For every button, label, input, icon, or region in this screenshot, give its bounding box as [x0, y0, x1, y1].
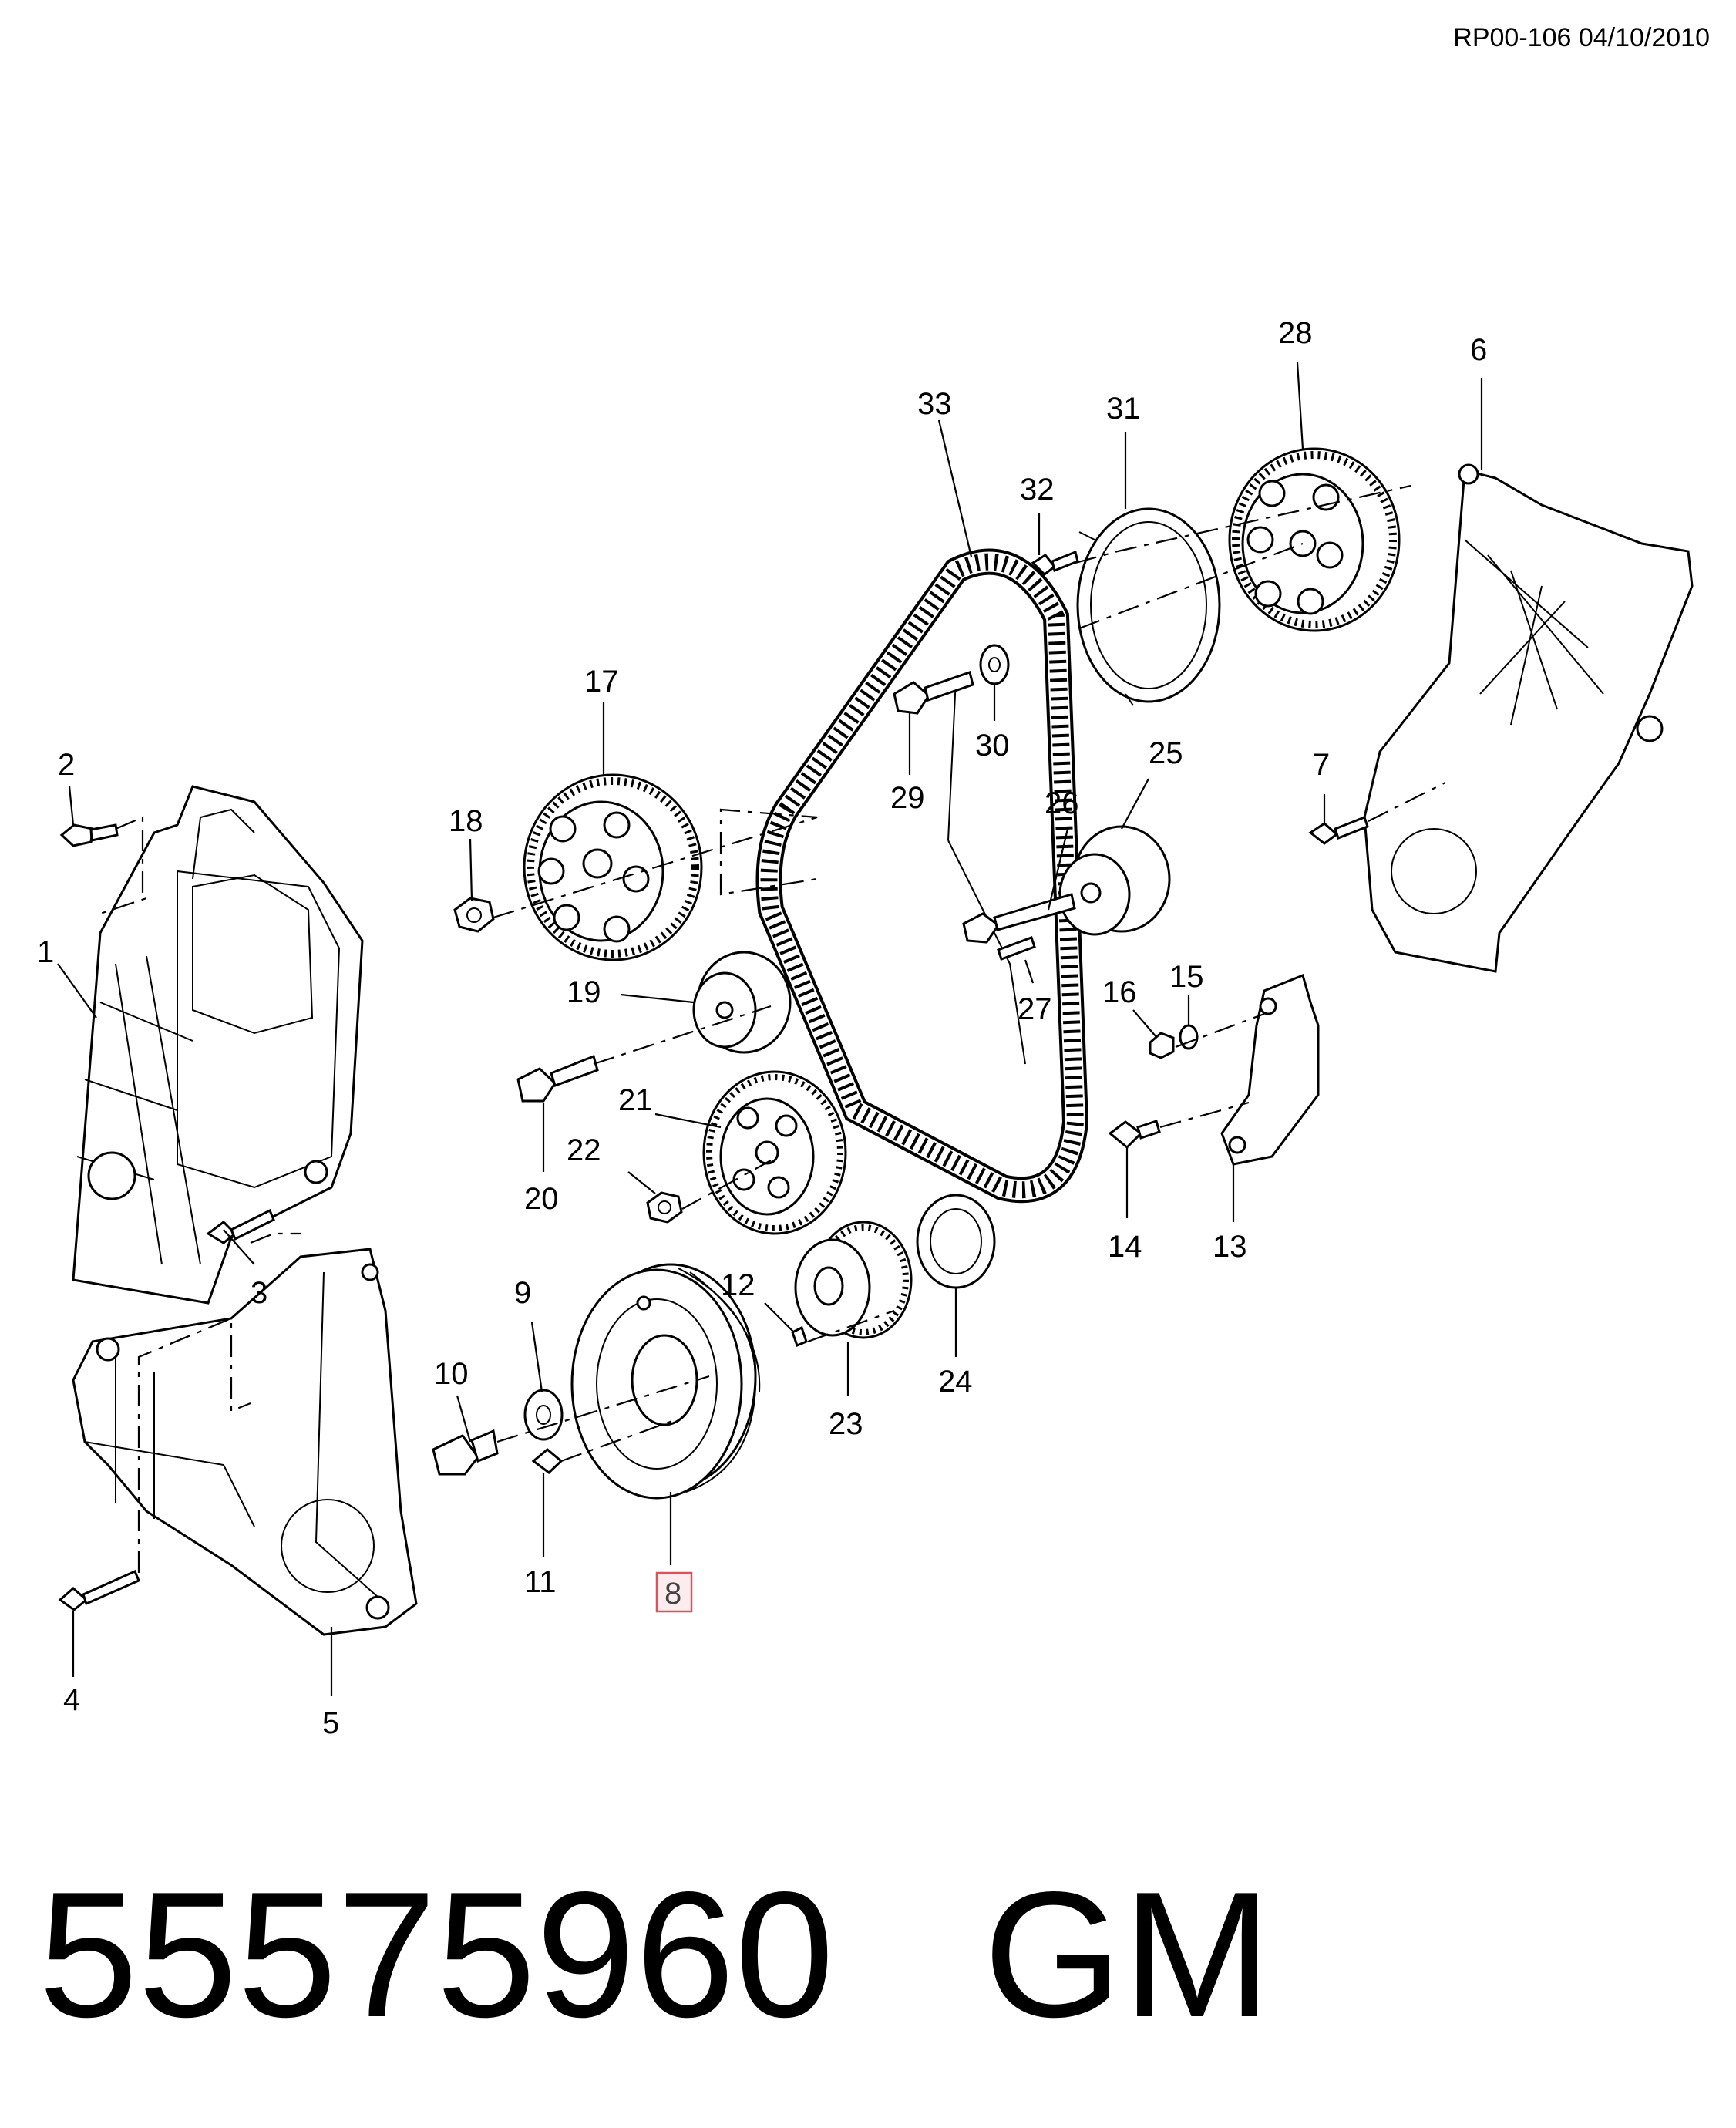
- callout-8: 8: [664, 1577, 681, 1611]
- bracket: [1220, 973, 1320, 1166]
- callout-22: 22: [567, 1133, 601, 1167]
- callout-19: 19: [567, 975, 601, 1009]
- fasteners: [58, 550, 1369, 1611]
- rear-timing-cover: [1363, 463, 1694, 973]
- idler-pulley: [692, 951, 792, 1054]
- callout-6: 6: [1470, 333, 1487, 367]
- oil-seal: [916, 1194, 996, 1289]
- part-number: 55575960: [39, 1855, 835, 2055]
- callout-31: 31: [1106, 392, 1141, 426]
- callout-23: 23: [829, 1407, 863, 1441]
- timing-belt-diagram: 1 2 3 4 5 6 7 8 9 10 11 12 13 14 15 16 1…: [37, 316, 1694, 1740]
- timing-belt: [755, 548, 1089, 1204]
- callout-10: 10: [434, 1357, 469, 1391]
- callout-18: 18: [449, 804, 483, 838]
- callout-27: 27: [1018, 992, 1052, 1026]
- callout-11: 11: [524, 1565, 557, 1599]
- backing-plate: [1076, 507, 1221, 706]
- callout-2: 2: [58, 748, 75, 782]
- callout-29: 29: [890, 781, 925, 815]
- callout-26: 26: [1045, 786, 1079, 820]
- callout-21: 21: [618, 1083, 653, 1117]
- callout-17: 17: [584, 665, 619, 699]
- callout-30: 30: [975, 729, 1010, 763]
- part-number-footer: 55575960 GM: [39, 1866, 1271, 2045]
- leader-lines: [57, 362, 1483, 1696]
- tensioner-pulley: [1058, 825, 1171, 936]
- diagram-reference: RP00-106 04/10/2010: [1453, 23, 1710, 52]
- crankshaft-sprocket: [794, 1221, 913, 1339]
- callout-3: 3: [251, 1276, 267, 1310]
- front-timing-cover-upper: [72, 785, 364, 1305]
- assembly-lines: [99, 484, 1446, 1573]
- callout-labels: 1 2 3 4 5 6 7 8 9 10 11 12 13 14 15 16 1…: [37, 316, 1487, 1740]
- callout-5: 5: [322, 1706, 339, 1740]
- callout-9: 9: [514, 1276, 531, 1310]
- callout-33: 33: [917, 387, 952, 421]
- callout-12: 12: [721, 1268, 755, 1302]
- callout-14: 14: [1108, 1230, 1142, 1264]
- callout-32: 32: [1020, 473, 1055, 507]
- callout-25: 25: [1149, 736, 1183, 770]
- idler-sprocket: [702, 1070, 847, 1235]
- callout-16: 16: [1102, 975, 1137, 1009]
- camshaft-sprocket: [1228, 447, 1401, 632]
- crankshaft-pulley: [570, 1263, 761, 1500]
- callout-15: 15: [1169, 960, 1204, 994]
- callout-20: 20: [524, 1182, 559, 1216]
- callout-7: 7: [1313, 748, 1330, 782]
- front-timing-cover-lower: [72, 1248, 418, 1636]
- callout-13: 13: [1213, 1230, 1247, 1264]
- callout-28: 28: [1278, 316, 1313, 350]
- callout-4: 4: [63, 1683, 80, 1717]
- callout-24: 24: [938, 1365, 973, 1399]
- injection-pump-sprocket: [523, 773, 703, 961]
- callout-1: 1: [37, 935, 54, 969]
- brand-name: GM: [983, 1855, 1272, 2055]
- highlighted-callout-8[interactable]: 8: [655, 1571, 693, 1613]
